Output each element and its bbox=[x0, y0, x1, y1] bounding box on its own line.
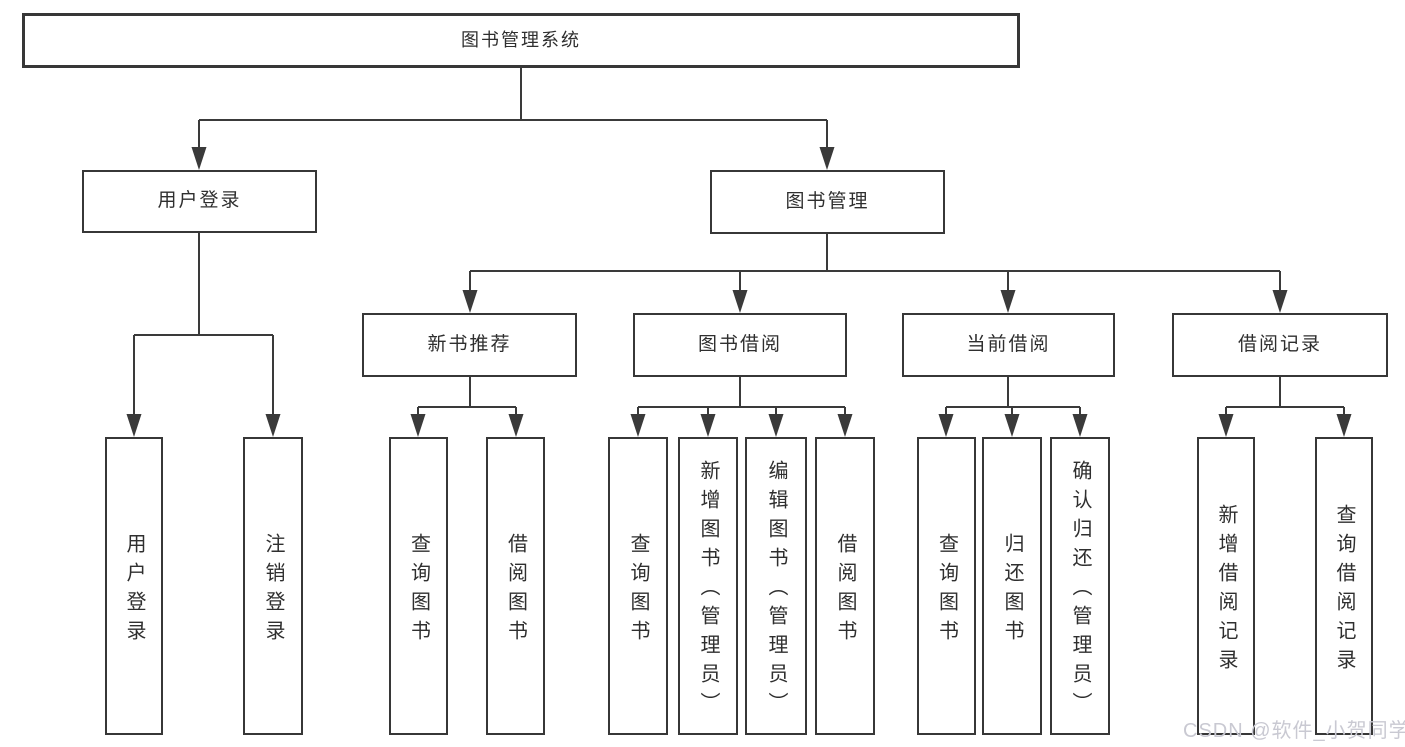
leaf-user-login: 用户登录 bbox=[105, 437, 163, 735]
leaf-query-books-recommend: 查询图书 bbox=[389, 437, 448, 735]
node-book-management: 图书管理 bbox=[710, 170, 945, 234]
node-new-book-recommendation: 新书推荐 bbox=[362, 313, 577, 377]
node-user-login: 用户登录 bbox=[82, 170, 317, 233]
csdn-watermark: CSDN @软件_小贺同学 bbox=[1183, 720, 1405, 742]
leaf-add-books-admin: 新增图书（管理员） bbox=[678, 437, 738, 735]
leaf-edit-books-admin: 编辑图书（管理员） bbox=[745, 437, 807, 735]
leaf-query-borrow-record: 查询借阅记录 bbox=[1315, 437, 1373, 735]
leaf-logout: 注销登录 bbox=[243, 437, 303, 735]
leaf-return-books: 归还图书 bbox=[982, 437, 1042, 735]
leaf-borrow-books-recommend: 借阅图书 bbox=[486, 437, 545, 735]
leaf-add-borrow-record: 新增借阅记录 bbox=[1197, 437, 1255, 735]
node-book-borrowing: 图书借阅 bbox=[633, 313, 847, 377]
leaf-confirm-return-admin: 确认归还（管理员） bbox=[1050, 437, 1110, 735]
node-library-management-system: 图书管理系统 bbox=[22, 13, 1020, 68]
node-current-borrowing: 当前借阅 bbox=[902, 313, 1115, 377]
leaf-query-books-borrow: 查询图书 bbox=[608, 437, 668, 735]
node-borrowing-records: 借阅记录 bbox=[1172, 313, 1388, 377]
leaf-query-books-current: 查询图书 bbox=[917, 437, 976, 735]
leaf-borrow-books: 借阅图书 bbox=[815, 437, 875, 735]
